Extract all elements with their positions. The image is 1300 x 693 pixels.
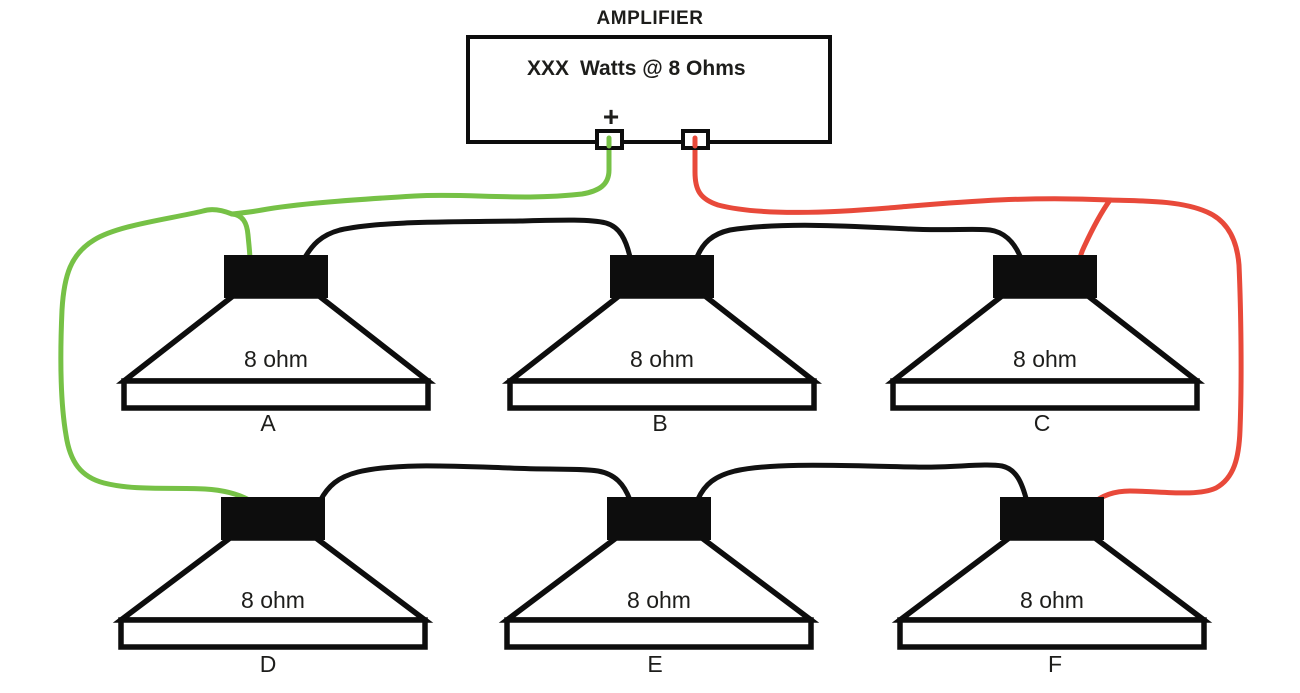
speaker-f-base bbox=[897, 617, 1207, 650]
speaker-b-impedance: 8 ohm bbox=[630, 346, 694, 372]
speaker-c-base bbox=[890, 378, 1200, 411]
speaker-e-base bbox=[504, 617, 814, 650]
positive-terminal-plus-sign: + bbox=[603, 101, 619, 132]
speaker-f-impedance: 8 ohm bbox=[1020, 587, 1084, 613]
speaker-f-label: F bbox=[1048, 651, 1062, 677]
amplifier-box bbox=[466, 35, 832, 144]
speaker-e-impedance: 8 ohm bbox=[627, 587, 691, 613]
speaker-b-magnet bbox=[610, 255, 714, 298]
speaker-d: 8 ohm D bbox=[112, 497, 434, 677]
speaker-a-base bbox=[121, 378, 431, 411]
speaker-a-magnet bbox=[224, 255, 328, 298]
speaker-f: 8 ohm F bbox=[891, 497, 1213, 677]
speaker-d-base bbox=[118, 617, 428, 650]
amplifier: AMPLIFIER XXX Watts @ 8 Ohms + bbox=[466, 8, 832, 150]
negative-wire-to-speaker-c bbox=[1077, 197, 1113, 261]
speaker-d-magnet bbox=[221, 497, 325, 540]
speaker-a-impedance: 8 ohm bbox=[244, 346, 308, 372]
speaker-d-label: D bbox=[260, 651, 277, 677]
speaker-a-label: A bbox=[260, 410, 276, 436]
positive-wire-amp-to-junction bbox=[229, 137, 612, 217]
speaker-a: 8 ohm A bbox=[116, 255, 436, 436]
series-wire-b-to-c bbox=[694, 222, 1023, 260]
positive-wire-to-speaker-d bbox=[58, 207, 252, 503]
positive-wire-to-speaker-a bbox=[229, 211, 253, 264]
speaker-e-label: E bbox=[647, 651, 662, 677]
series-wire-a-to-b bbox=[301, 217, 633, 262]
speaker-b-base bbox=[507, 378, 817, 411]
speaker-c-label: C bbox=[1034, 410, 1051, 436]
speaker-c: 8 ohm C bbox=[885, 255, 1205, 436]
negative-wire-to-speaker-f bbox=[1089, 197, 1244, 507]
speaker-f-magnet bbox=[1000, 497, 1104, 540]
speaker-b: 8 ohm B bbox=[502, 255, 822, 436]
speaker-d-impedance: 8 ohm bbox=[241, 587, 305, 613]
speaker-c-magnet bbox=[993, 255, 1097, 298]
amplifier-title: AMPLIFIER bbox=[597, 8, 704, 29]
amplifier-rating-value: XXX bbox=[527, 57, 569, 80]
speaker-e-magnet bbox=[607, 497, 711, 540]
series-wire-e-to-f bbox=[695, 462, 1030, 505]
speaker-c-impedance: 8 ohm bbox=[1013, 346, 1077, 372]
negative-wire-amp-to-junction bbox=[692, 137, 1113, 215]
speaker-b-label: B bbox=[652, 410, 667, 436]
amplifier-rating-text: Watts @ 8 Ohms bbox=[580, 57, 746, 80]
series-wire-d-to-e bbox=[317, 463, 633, 504]
speaker-e: 8 ohm E bbox=[498, 497, 820, 677]
